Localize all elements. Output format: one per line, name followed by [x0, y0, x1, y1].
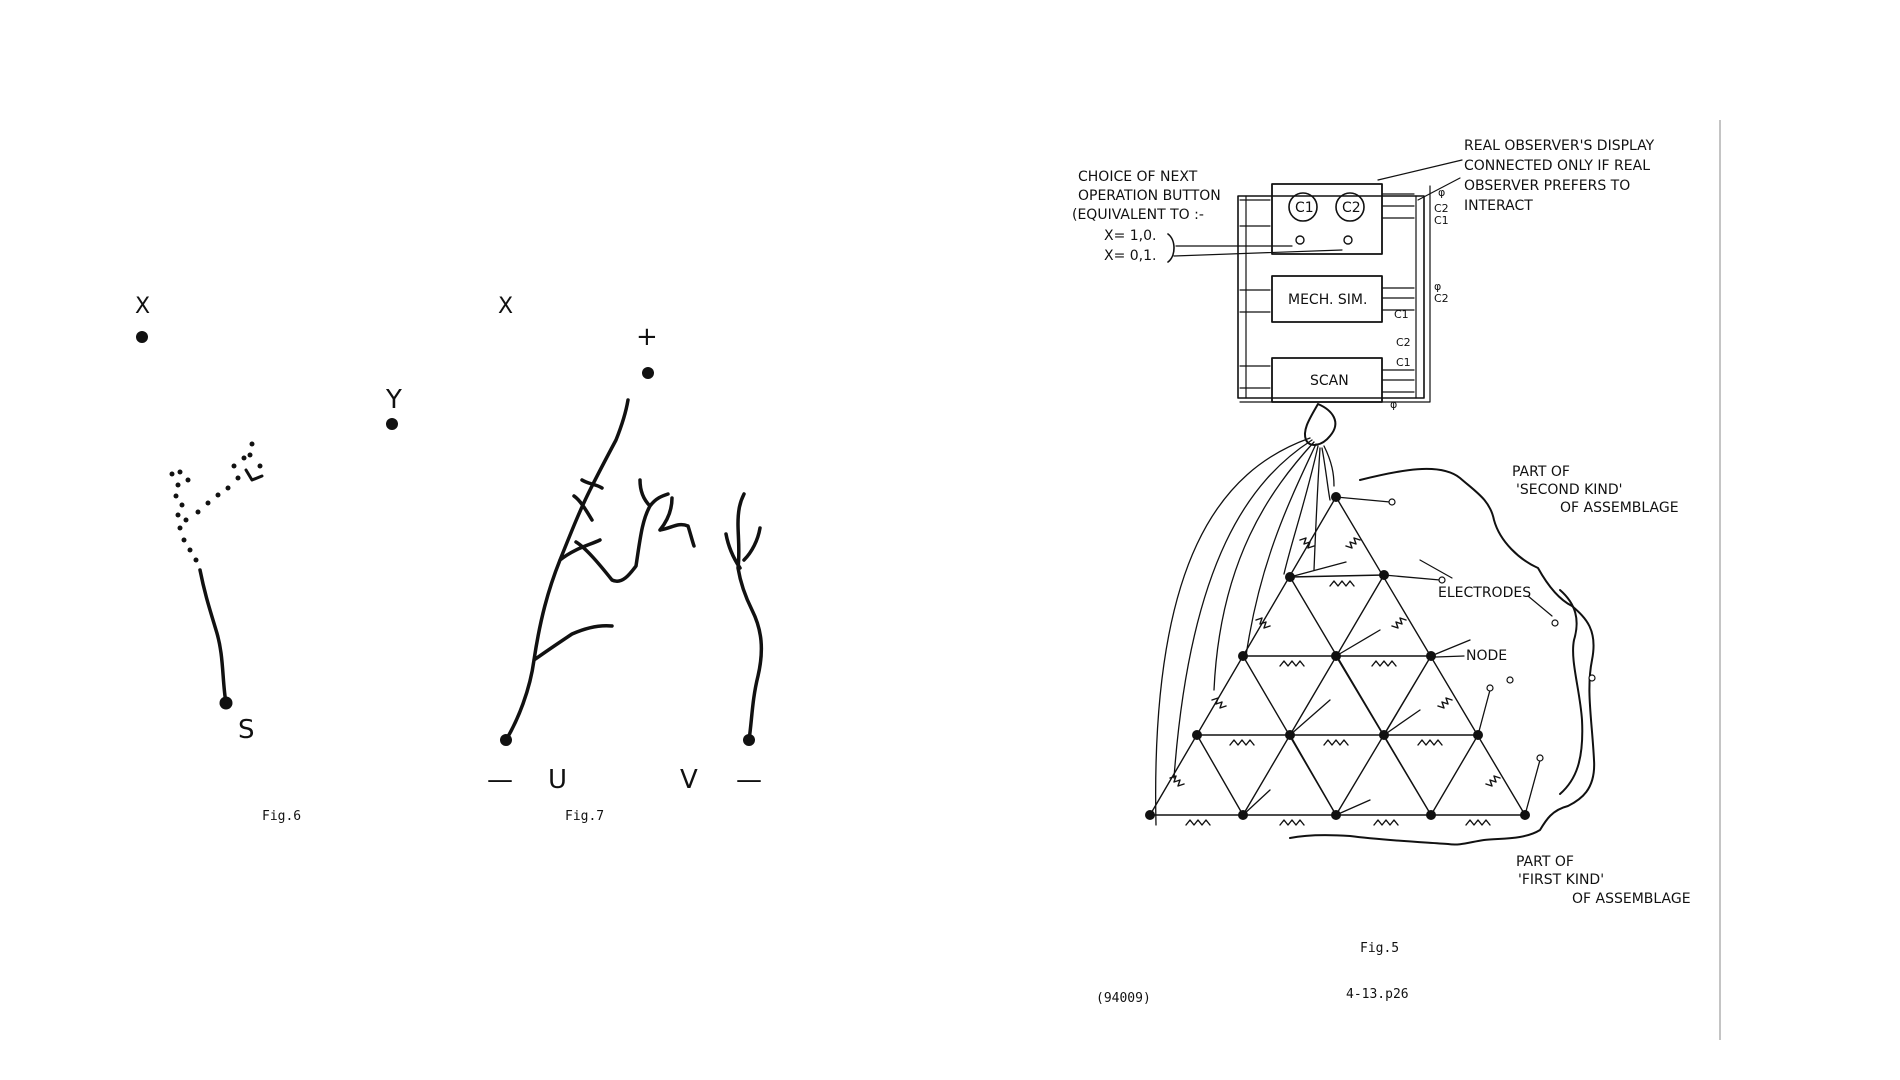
choice-label-line4: X= 1,0.: [1104, 228, 1157, 244]
sig-phi-low: φ: [1390, 398, 1397, 411]
fig5-diagram: CHOICE OF NEXT OPERATION BUTTON (EQUIVAL…: [1072, 138, 1691, 956]
display-button-right: [1343, 235, 1353, 245]
fig7-label-u: U: [548, 765, 567, 795]
fig7-point-plus: [642, 367, 654, 379]
fig7-label-plus: +: [636, 322, 658, 352]
doc-number: (94009): [1096, 991, 1151, 1006]
fig6-dotted-branches: [169, 441, 263, 563]
second-kind-line3: OF ASSEMBLAGE: [1560, 500, 1679, 516]
electrodes-label: ELECTRODES: [1438, 585, 1531, 601]
fig6-branch-tip: [244, 468, 264, 482]
sig-c1-mid: C1: [1394, 308, 1409, 321]
fig6-label-y: Y: [385, 385, 402, 415]
display-dial-c1: [1288, 192, 1318, 222]
sig-c1-top: C1: [1434, 214, 1449, 227]
page-reference: 4-13.p26: [1346, 987, 1409, 1002]
control-wires: [1239, 185, 1431, 403]
first-kind-line2: 'FIRST KIND': [1518, 872, 1604, 888]
sig-phi-top: φ: [1438, 186, 1445, 199]
display-label-line1: REAL OBSERVER'S DISPLAY: [1464, 138, 1655, 154]
fig7-caption: Fig.7: [565, 809, 604, 824]
display-label-line2: CONNECTED ONLY IF REAL: [1464, 158, 1650, 174]
fig6-diagram: X Y S Fig.6: [135, 294, 402, 824]
second-kind-outline: [1289, 467, 1596, 846]
mech-sim-label: MECH. SIM.: [1288, 292, 1367, 308]
fig7-tree-right: [724, 492, 764, 742]
second-kind-line2: 'SECOND KIND': [1516, 482, 1623, 498]
scan-label: SCAN: [1310, 373, 1349, 389]
node-label: NODE: [1466, 648, 1507, 664]
display-box: [1271, 183, 1383, 255]
display-dial-c2: [1335, 192, 1365, 222]
fig5-caption: Fig.5: [1360, 941, 1399, 956]
node-leader: [1435, 655, 1465, 658]
sig-c2-top: C2: [1434, 202, 1449, 215]
choice-label-line3: (EQUIVALENT TO :-: [1072, 207, 1204, 223]
display-c1-label: C1: [1295, 200, 1314, 216]
first-kind-line3: OF ASSEMBLAGE: [1572, 891, 1691, 907]
electrode-pins: [1242, 496, 1596, 816]
second-kind-inner-edge: [1559, 589, 1584, 795]
sig-phi-mid: φ: [1434, 280, 1441, 293]
signal-lines: [1239, 193, 1415, 393]
fig7-label-v: V: [680, 765, 698, 795]
fig6-point-y: [386, 418, 398, 430]
choice-bracket: [1167, 233, 1175, 263]
electrodes-leaders: [1419, 559, 1553, 617]
control-frame: [1237, 195, 1425, 399]
fig6-growth-line: [198, 568, 228, 705]
fig7-label-x: X: [498, 294, 513, 319]
sig-c1-low: C1: [1396, 356, 1411, 369]
display-c2-label: C2: [1342, 200, 1361, 216]
sig-c2-low: C2: [1396, 336, 1411, 349]
scan-cables: [1154, 437, 1335, 826]
sig-c2-mid: C2: [1434, 292, 1449, 305]
display-label-line3: OBSERVER PREFERS TO: [1464, 178, 1630, 194]
lattice-resistors: [1169, 537, 1501, 826]
choice-label-line5: X= 0,1.: [1104, 248, 1157, 264]
display-label-line4: INTERACT: [1464, 198, 1533, 214]
mech-sim-box: [1271, 275, 1383, 323]
fig6-caption: Fig.6: [262, 809, 301, 824]
fig6-label-s: S: [238, 715, 255, 745]
scan-probe: [1304, 403, 1337, 446]
fig6-label-x: X: [135, 294, 150, 319]
display-button-left: [1295, 235, 1305, 245]
fig6-point-x: [136, 331, 148, 343]
fig7-minus-right: —: [736, 765, 762, 795]
display-leader-lines: [1377, 159, 1463, 201]
choice-label-line1: CHOICE OF NEXT: [1078, 169, 1198, 185]
first-kind-line1: PART OF: [1516, 854, 1574, 870]
second-kind-line1: PART OF: [1512, 464, 1570, 480]
choice-label-line2: OPERATION BUTTON: [1078, 188, 1221, 204]
fig7-tree-left: [504, 398, 696, 742]
fig7-diagram: X + — U V — Fig.7: [487, 294, 764, 824]
fig7-minus-left: —: [487, 765, 513, 795]
